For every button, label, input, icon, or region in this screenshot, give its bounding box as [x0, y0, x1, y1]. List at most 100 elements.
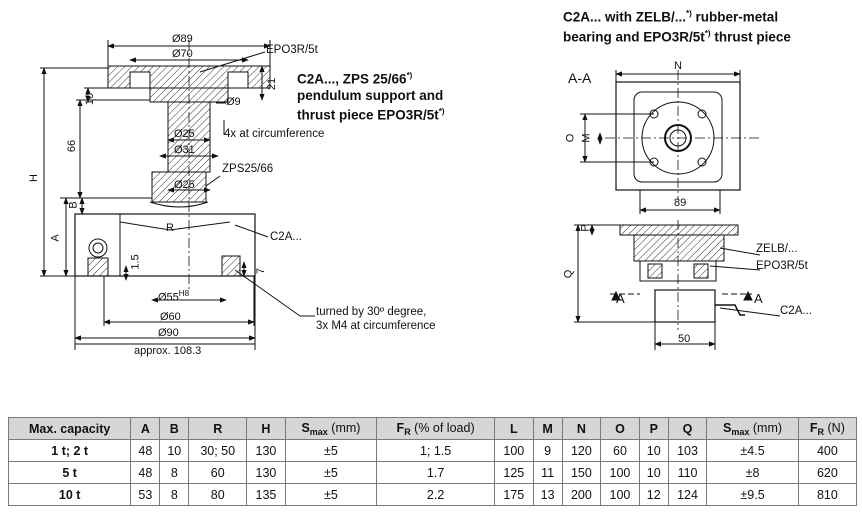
dim-d89: Ø89: [172, 33, 193, 45]
table-cell: 1.7: [376, 461, 496, 484]
table-cell: 110: [667, 461, 708, 484]
dim-p: P: [579, 224, 592, 232]
table-cell: 400: [797, 439, 858, 462]
dim-10: 10: [84, 92, 97, 106]
header-a: A: [130, 417, 161, 440]
left-title-line1: C2A..., ZPS 25/66: [297, 71, 407, 87]
header-l: L: [494, 417, 534, 440]
dim-21: 21: [266, 77, 279, 91]
header-fr-left-sub: R: [404, 426, 411, 437]
header-capacity: Max. capacity: [7, 417, 132, 440]
table-cell: 8: [159, 461, 190, 484]
table-cell: 2.2: [376, 483, 496, 506]
table-cell: 80: [188, 483, 248, 506]
dim-o: O: [564, 133, 577, 143]
left-title-line3: thrust piece EPO3R/5t: [297, 107, 439, 122]
header-smax-right-unit: (mm): [749, 420, 783, 435]
header-b: B: [159, 417, 190, 440]
table-cell: 8: [159, 483, 190, 506]
header-smax-right-sub: max: [731, 426, 750, 437]
table-cell: 30; 50: [188, 439, 248, 462]
label-zps: ZPS25/66: [222, 163, 274, 175]
table-row: 5 t 48 8 60 130 ±5 1.7 125 11 150 100 10…: [7, 461, 858, 484]
header-h: H: [246, 417, 286, 440]
table-cell: ±5: [284, 439, 378, 462]
header-smax-left-unit: (mm): [327, 420, 361, 435]
label-zelb: ZELB/...: [756, 243, 798, 255]
header-fr-right: FR (N): [797, 417, 858, 440]
table-cell: 100: [600, 483, 640, 506]
header-r: R: [188, 417, 248, 440]
dim-h: H: [27, 174, 40, 182]
table-cell: 10: [638, 461, 669, 484]
table-cell: 48: [130, 461, 161, 484]
table-cell: 53: [130, 483, 161, 506]
table-cell: 12: [638, 483, 669, 506]
table-cell: 10: [159, 439, 190, 462]
table-cell: ±8: [706, 461, 799, 484]
table-cell: 13: [532, 483, 563, 506]
table-cell: 1 t; 2 t: [7, 439, 132, 462]
dim-d55-value: Ø55: [158, 291, 179, 304]
header-p: P: [638, 417, 669, 440]
dim-d55-tolerance: H8: [178, 289, 190, 298]
header-smax-left-s: S: [301, 420, 310, 435]
section-arrow-a-left: A: [616, 291, 625, 306]
dim-d9: Ø9: [226, 96, 241, 108]
header-o: O: [600, 417, 640, 440]
table-cell: 135: [246, 483, 286, 506]
label-r: R: [166, 222, 174, 234]
table-cell: ±5: [284, 461, 378, 484]
table-cell: 1; 1.5: [376, 439, 496, 462]
label-epo3r: EPO3R/5t: [266, 44, 318, 56]
dim-b: B: [67, 201, 80, 209]
header-smax-left: Smax (mm): [284, 417, 378, 440]
dim-d55: Ø55H8: [158, 289, 189, 304]
dim-89: 89: [674, 197, 687, 209]
dim-66: 66: [66, 139, 79, 153]
dim-50: 50: [678, 333, 691, 345]
label-epo3r-right: EPO3R/5t: [756, 260, 808, 272]
table-cell: 60: [600, 439, 640, 462]
table-cell: 124: [667, 483, 708, 506]
header-fr-right-unit: (N): [824, 420, 845, 435]
spec-table: Max. capacity A B R H Smax (mm) FR (% of…: [7, 417, 858, 506]
header-smax-right: Smax (mm): [706, 417, 799, 440]
table-row: 1 t; 2 t 48 10 30; 50 130 ±5 1; 1.5 100 …: [7, 439, 858, 462]
footnote-mark: *): [406, 71, 413, 80]
table-cell: 150: [561, 461, 602, 484]
right-title: C2A... with ZELB/...*) rubber-metal bear…: [563, 6, 791, 45]
right-title-line2-suffix: thrust piece: [710, 29, 791, 44]
table-cell: 103: [667, 439, 708, 462]
header-fr-left-unit: (% of load): [410, 420, 475, 435]
footnote-mark: *): [704, 28, 711, 38]
left-title-line2: pendulum support and: [297, 87, 444, 103]
table-cell: 175: [494, 483, 534, 506]
right-title-line1: C2A... with ZELB/...: [563, 9, 687, 25]
label-4x-circumference: 4x at circumference: [224, 128, 325, 140]
table-cell: ±4.5: [706, 439, 799, 462]
left-view-geometry: [40, 40, 315, 350]
label-section-aa: A-A: [568, 70, 592, 86]
table-cell: 60: [188, 461, 248, 484]
dim-d31: Ø31: [174, 144, 195, 156]
table-cell: 11: [532, 461, 563, 484]
dim-d60: Ø60: [160, 311, 181, 323]
table-cell: 100: [494, 439, 534, 462]
header-fr-left: FR (% of load): [376, 417, 496, 440]
dim-d25-top: Ø25: [174, 128, 195, 140]
dim-m: M: [580, 133, 593, 143]
header-q: Q: [667, 417, 708, 440]
table-cell: 130: [246, 461, 286, 484]
table-cell: 120: [561, 439, 602, 462]
table-cell: ±5: [284, 483, 378, 506]
dim-d25-bottom: Ø25: [174, 179, 195, 191]
dim-1-5: 1.5: [129, 254, 142, 270]
right-title-line2: bearing and EPO3R/5t: [563, 29, 705, 44]
table-cell: 10 t: [7, 483, 132, 506]
table-cell: 810: [797, 483, 858, 506]
table-cell: 200: [561, 483, 602, 506]
label-c2a-left: C2A...: [270, 231, 302, 243]
header-smax-left-sub: max: [309, 426, 328, 437]
header-fr-right-sub: R: [817, 426, 825, 437]
